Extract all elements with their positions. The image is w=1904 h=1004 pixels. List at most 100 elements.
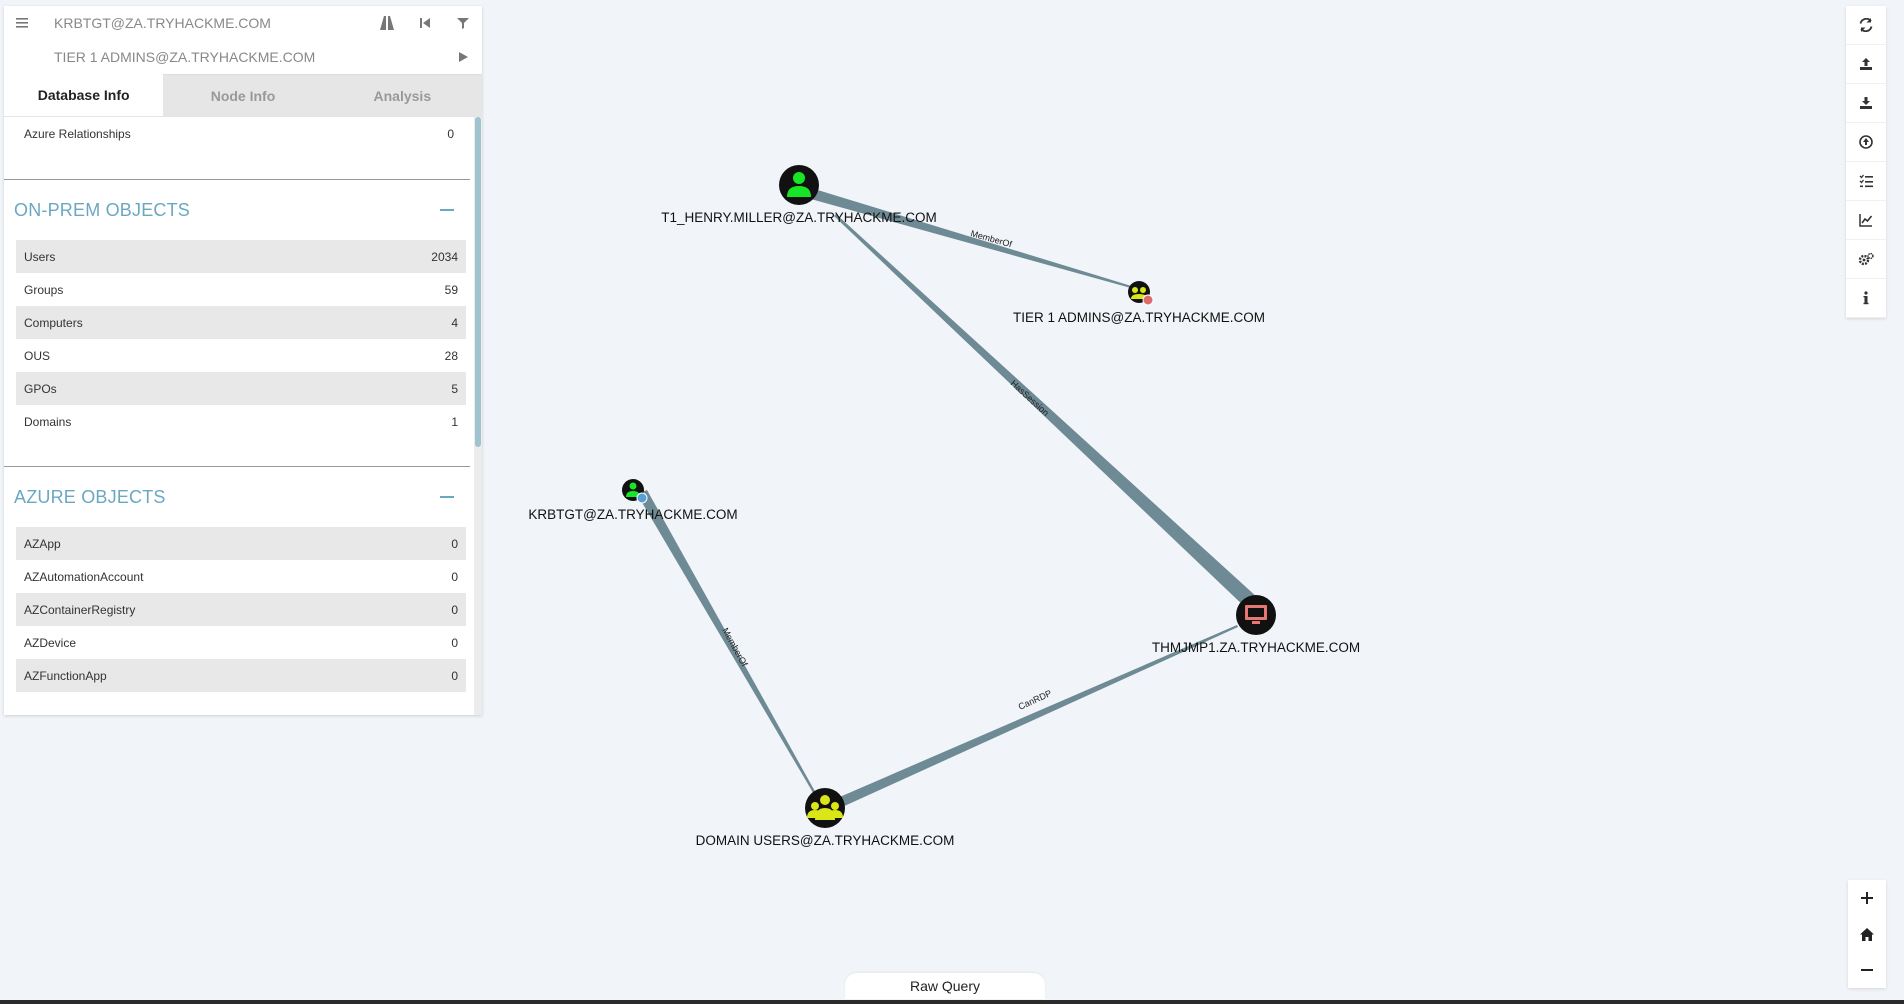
search-panel: KRBTGT@ZA.TRYHACKME.COM TIER 1 ADMINS@ZA… (4, 6, 482, 715)
stat-value: 0 (451, 536, 458, 551)
collapse-onprem-button[interactable] (440, 209, 454, 211)
bottom-strip (0, 1000, 1904, 1004)
stat-label: AZApp (24, 536, 61, 551)
tab-node-info[interactable]: Node Info (163, 74, 323, 116)
filter-button[interactable] (444, 6, 482, 40)
end-node-row: TIER 1 ADMINS@ZA.TRYHACKME.COM (4, 40, 482, 74)
cogs-icon (1858, 252, 1874, 266)
change-layout-button[interactable] (1846, 201, 1886, 240)
edge-hassession-thmjmp1-henry[interactable]: HasSession (834, 214, 1258, 608)
zoom-controls (1848, 880, 1886, 988)
import-button[interactable] (1846, 84, 1886, 123)
back-button[interactable] (406, 6, 444, 40)
azure-section-header: AZURE OBJECTS (4, 467, 470, 527)
stat-value: 0 (451, 635, 458, 650)
azure-relationships-value: 0 (447, 127, 454, 141)
edge-memberof-henry-tier1[interactable]: MemberOf (798, 184, 1138, 290)
queue-status-button[interactable] (1846, 162, 1886, 201)
minus-icon (1861, 969, 1873, 971)
stat-label: AZContainerRegistry (24, 602, 136, 617)
export-button[interactable] (1846, 45, 1886, 84)
zoom-out-button[interactable] (1848, 952, 1886, 988)
stat-row-azautomationaccount: AZAutomationAccount 0 (16, 560, 466, 593)
refresh-icon (1859, 18, 1873, 32)
stat-label: Domains (24, 414, 72, 429)
node-henry-miller[interactable]: T1_HENRY.MILLER@ZA.TRYHACKME.COM (661, 165, 937, 225)
scrollbar-track[interactable] (474, 117, 482, 715)
highvalue-badge-icon (1142, 294, 1154, 306)
user-icon (793, 172, 805, 184)
tab-analysis[interactable]: Analysis (322, 74, 482, 116)
play-button[interactable] (444, 40, 482, 74)
stat-label: GPOs (24, 381, 57, 396)
play-icon (459, 52, 468, 62)
collapse-azure-button[interactable] (440, 496, 454, 498)
zoom-in-button[interactable] (1848, 880, 1886, 916)
database-info-pane: Azure Relationships 0 ON-PREM OBJECTS Us… (4, 116, 482, 715)
stat-value: 1 (451, 414, 458, 429)
node-label-tier1: TIER 1 ADMINS@ZA.TRYHACKME.COM (1013, 310, 1265, 325)
pathfinding-button[interactable] (368, 6, 406, 40)
onprem-section-title: ON-PREM OBJECTS (14, 199, 191, 220)
azure-relationships-label: Azure Relationships (24, 127, 131, 141)
stat-label: OUS (24, 348, 51, 363)
arrow-circle-up-icon (1859, 135, 1873, 149)
group-icon (1132, 287, 1138, 293)
stat-row-domains: Domains 1 (16, 405, 466, 438)
stat-value: 2034 (431, 249, 458, 264)
node-krbtgt[interactable]: KRBTGT@ZA.TRYHACKME.COM (528, 479, 738, 522)
azure-relationships-row: Azure Relationships 0 (4, 117, 470, 151)
stat-label: AZAutomationAccount (24, 569, 144, 584)
onprem-section-header: ON-PREM OBJECTS (4, 180, 470, 240)
node-domain-users[interactable]: DOMAIN USERS@ZA.TRYHACKME.COM (696, 788, 955, 848)
about-button[interactable] (1846, 279, 1886, 318)
reset-view-button[interactable] (1848, 916, 1886, 952)
chart-line-icon (1859, 214, 1873, 227)
settings-button[interactable] (1846, 240, 1886, 279)
upload-data-button[interactable] (1846, 123, 1886, 162)
end-node-input[interactable]: TIER 1 ADMINS@ZA.TRYHACKME.COM (54, 49, 316, 65)
stat-value: 59 (444, 282, 458, 297)
divider (4, 179, 470, 180)
azure-section-title: AZURE OBJECTS (14, 486, 166, 507)
node-label-domain-users: DOMAIN USERS@ZA.TRYHACKME.COM (696, 833, 955, 848)
divider (4, 466, 470, 467)
stat-value: 5 (451, 381, 458, 396)
node-tier1-admins[interactable]: TIER 1 ADMINS@ZA.TRYHACKME.COM (1013, 281, 1265, 325)
stat-row-gpos: GPOs 5 (16, 372, 466, 405)
stat-row-azdevice: AZDevice 0 (16, 626, 466, 659)
start-node-row: KRBTGT@ZA.TRYHACKME.COM (4, 6, 482, 40)
upload-icon (1860, 58, 1872, 70)
node-thmjmp1[interactable]: THMJMP1.ZA.TRYHACKME.COM (1152, 595, 1360, 655)
raw-query-toggle[interactable]: Raw Query (845, 973, 1045, 999)
node-label-thmjmp1: THMJMP1.ZA.TRYHACKME.COM (1152, 640, 1360, 655)
plus-icon (1861, 892, 1873, 904)
stat-value: 4 (451, 315, 458, 330)
refresh-button[interactable] (1846, 6, 1886, 45)
home-icon (1860, 927, 1874, 941)
filter-icon (457, 18, 469, 29)
tab-database-info[interactable]: Database Info (4, 74, 164, 116)
stat-label: AZDevice (24, 635, 77, 650)
scrollbar-thumb[interactable] (475, 117, 481, 447)
stat-value: 0 (451, 569, 458, 584)
right-toolbar (1846, 6, 1886, 318)
step-backward-icon (420, 18, 430, 28)
edge-memberof-krbtgt-domainusers[interactable]: MemberOf (637, 490, 817, 796)
user-icon (629, 482, 637, 490)
tasks-icon (1859, 174, 1873, 188)
stat-value: 0 (451, 668, 458, 683)
edge-label-hassession: HasSession (1009, 378, 1051, 418)
node-label-henry: T1_HENRY.MILLER@ZA.TRYHACKME.COM (661, 210, 937, 225)
stat-row-azapp: AZApp 0 (16, 527, 466, 560)
start-node-input[interactable]: KRBTGT@ZA.TRYHACKME.COM (54, 15, 271, 31)
menu-button[interactable] (4, 6, 40, 40)
road-icon (380, 16, 394, 30)
hamburger-icon (16, 18, 28, 28)
